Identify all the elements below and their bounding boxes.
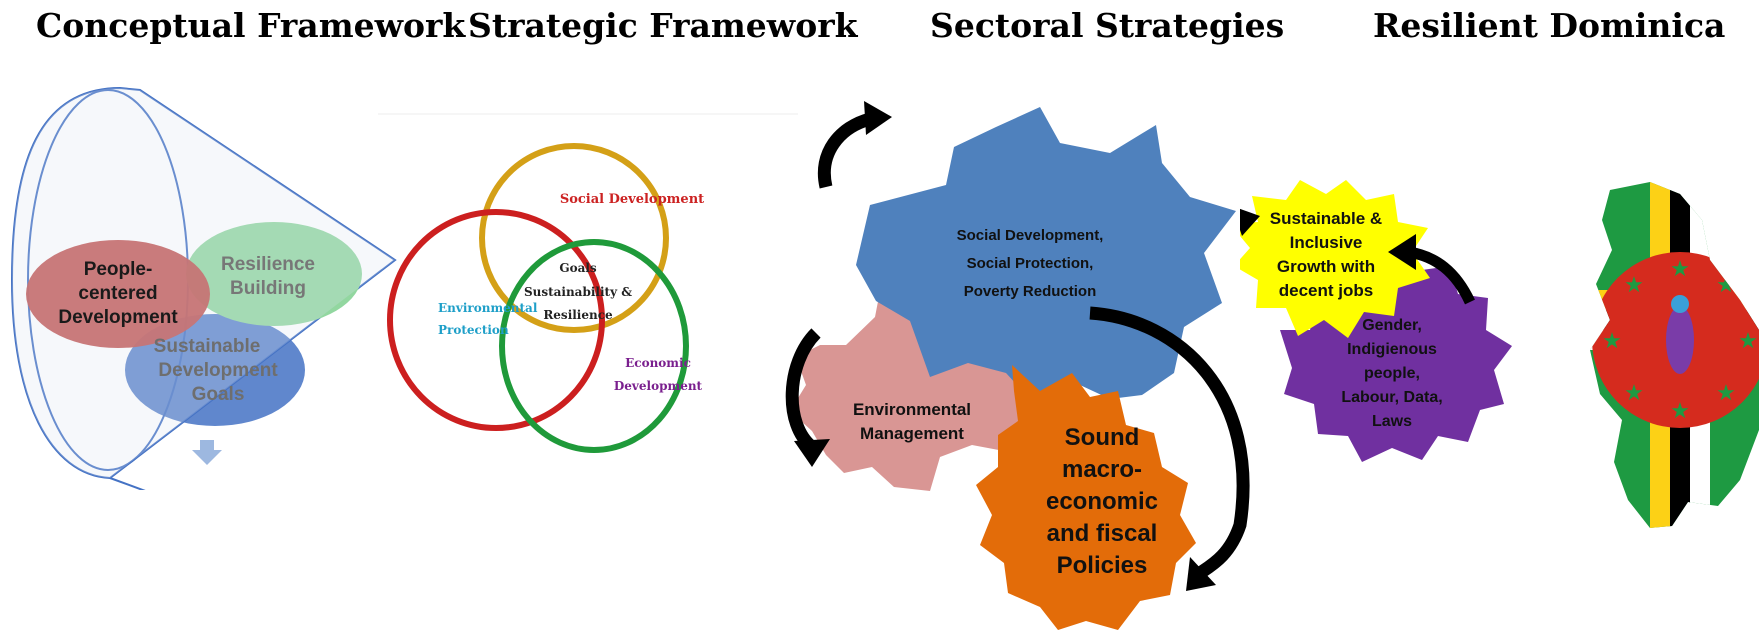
sdg-label-1: Sustainable — [154, 336, 261, 357]
economic-development-ring — [499, 239, 689, 453]
center-label-1: Goals — [559, 261, 597, 275]
orange-gear-label-2: macro- — [1062, 456, 1142, 483]
flag-star-icon: ★ — [1602, 328, 1622, 353]
down-arrow-icon — [192, 440, 222, 465]
flag-star-icon: ★ — [1624, 272, 1644, 297]
purple-gear-label-3: people, — [1364, 365, 1420, 382]
orange-gear-label-4: and fiscal — [1047, 520, 1158, 547]
heading-resilient-dominica: Resilient Dominica — [1373, 6, 1726, 45]
center-label-2: Sustainability & — [524, 285, 632, 299]
blue-gear-label-2: Social Protection, — [967, 255, 1094, 272]
cycle-arrow-top — [817, 112, 872, 189]
yellow-gear — [1240, 180, 1430, 338]
funnel-tail — [109, 477, 146, 490]
resilience-ellipse — [186, 222, 362, 326]
purple-gear-label-5: Laws — [1372, 413, 1412, 430]
center-label-3: Resilience — [543, 308, 613, 322]
yellow-gear-label-4: decent jobs — [1279, 281, 1373, 300]
economic-label-2: Development — [614, 379, 703, 393]
orange-gear-label-1: Sound — [1065, 424, 1140, 451]
heading-strategic-framework: Strategic Framework — [468, 6, 858, 45]
blue-gear-label-1: Social Development, — [957, 227, 1104, 244]
resilience-label-2: Building — [230, 278, 306, 299]
flag-star-icon: ★ — [1738, 328, 1758, 353]
people-label-1: People- — [84, 259, 153, 280]
orange-gear-label-5: Policies — [1057, 552, 1148, 579]
conceptual-framework-diagram: People- centered Development Resilience … — [10, 86, 397, 490]
cycle-arrowhead-purple — [1388, 234, 1416, 270]
flag-star-icon: ★ — [1624, 380, 1644, 405]
funnel-outline — [10, 86, 397, 480]
yellow-gear-label-2: Inclusive — [1290, 233, 1363, 252]
blue-gear — [856, 107, 1236, 421]
yellow-gear-label-3: Growth with — [1277, 257, 1375, 276]
sectoral-strategies-diagram: Social Development, Social Protection, P… — [785, 101, 1250, 630]
purple-gear-label-4: Labour, Data, — [1341, 389, 1442, 406]
cycle-arrow-right — [1089, 306, 1250, 579]
environmental-label-1: Environmental — [438, 301, 538, 315]
yellow-gear-label-1: Sustainable & — [1270, 209, 1382, 228]
purple-gear-label-2: Indigienous — [1347, 341, 1437, 358]
orange-gear-label-3: economic — [1046, 488, 1158, 515]
environmental-protection-ring — [387, 209, 605, 431]
sdg-label-3: Goals — [192, 384, 245, 405]
people-label-2: centered — [78, 283, 157, 304]
cycle-arrow-purple — [1407, 246, 1475, 305]
heading-conceptual-framework: Conceptual Framework — [36, 6, 466, 45]
people-centered-ellipse — [26, 240, 210, 348]
orange-gear — [976, 365, 1196, 630]
sdg-ellipse — [125, 314, 305, 426]
cycle-arrowhead-top — [864, 101, 892, 135]
blue-gear-label-3: Poverty Reduction — [964, 283, 1097, 300]
cycle-arrowhead-yellow — [1240, 208, 1260, 236]
cycle-arrowhead-right — [1186, 557, 1216, 591]
flag-star-icon: ★ — [1670, 256, 1690, 281]
social-development-ring — [479, 143, 669, 333]
social-development-label: Social Development — [560, 192, 704, 207]
resilience-label-1: Resilience — [221, 254, 315, 275]
dominica-flag-map: ★ ★ ★ ★ ★ ★ ★ ★ — [1590, 182, 1759, 528]
flag-star-icon: ★ — [1716, 380, 1736, 405]
purple-gear-label-1: Gender, — [1362, 317, 1422, 334]
cycle-arrow-left — [785, 328, 821, 453]
funnel-glass — [12, 88, 395, 478]
heading-sectoral-strategies: Sectoral Strategies — [930, 6, 1285, 45]
cycle-arrowhead-left — [794, 439, 830, 467]
sdg-label-2: Development — [158, 360, 278, 381]
resilient-dominica-diagram: Sustainable & Inclusive Growth with dece… — [1240, 180, 1759, 528]
sisserou-parrot-icon — [1666, 306, 1694, 374]
environmental-label-2: Protection — [438, 323, 509, 337]
strategic-framework-diagram: Social Development Environmental Protect… — [378, 113, 798, 453]
flag-star-icon: ★ — [1670, 398, 1690, 423]
pink-gear-label-1: Environmental — [853, 400, 971, 419]
economic-label-1: Economic — [625, 356, 691, 370]
people-label-3: Development — [58, 307, 178, 328]
pink-gear-label-2: Management — [860, 424, 964, 443]
flag-star-icon: ★ — [1716, 272, 1736, 297]
